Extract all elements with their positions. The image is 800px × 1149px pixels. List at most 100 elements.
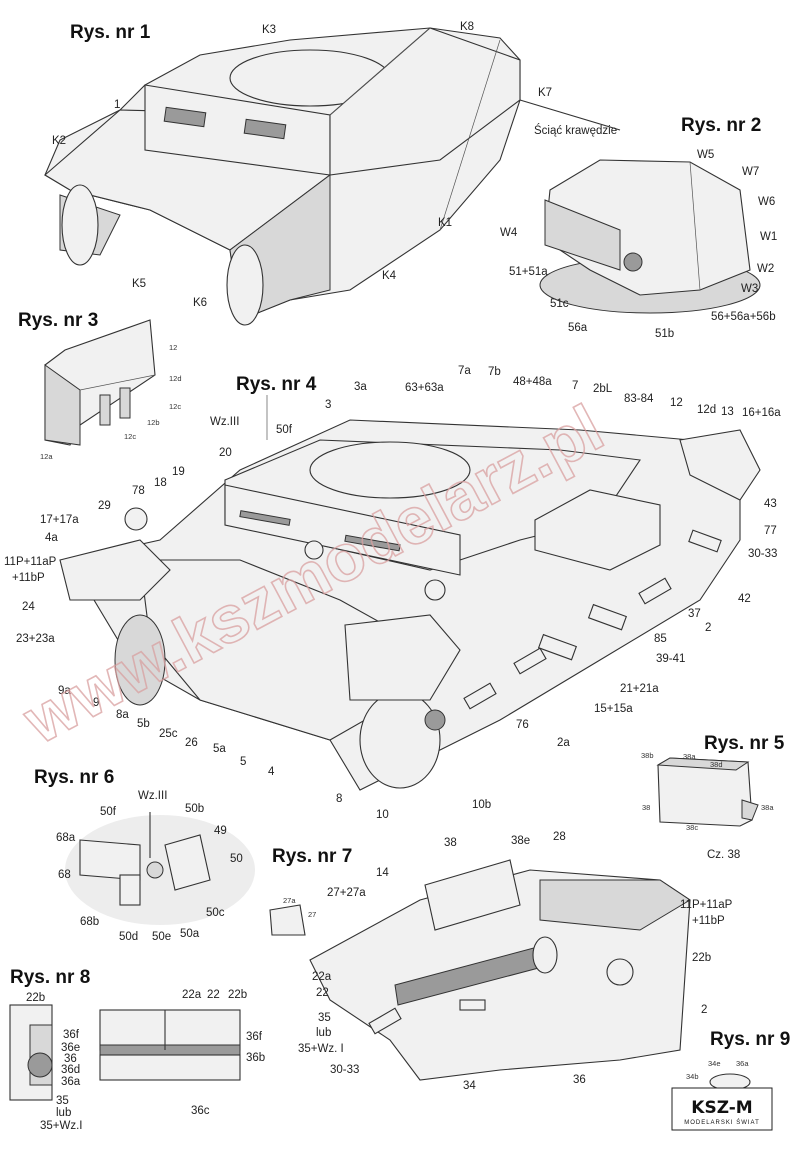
label-3a: 3a: [354, 381, 367, 393]
label-30-33: 30-33: [748, 548, 777, 560]
label-7a: 7a: [458, 365, 471, 377]
label-2: 2: [705, 622, 711, 634]
label-w1: W1: [760, 231, 777, 243]
label-k1: K1: [438, 217, 452, 229]
label-38: 38: [642, 803, 650, 812]
label-27-27a: 27+27a: [327, 887, 366, 899]
label-wz-iii: Wz.III: [210, 416, 239, 428]
label-21-21a: 21+21a: [620, 683, 659, 695]
label-22a-8: 22a: [182, 989, 202, 1001]
label-11p-11ap-7: 11P+11aP: [680, 899, 733, 911]
figure-rys-2: Rys. nr 2 W5 W7 W6 W4 W1 W2 W3 51+51a 51…: [500, 115, 777, 340]
label-76: 76: [516, 719, 529, 731]
label-36a-9: 36a: [736, 1059, 749, 1068]
label-38a-right: 38a: [761, 803, 774, 812]
label-w6: W6: [758, 196, 775, 208]
label-w3: W3: [741, 283, 758, 295]
rys-5-title: Rys. nr 5: [704, 733, 785, 754]
label-k5: K5: [132, 278, 146, 290]
label-34e: 34e: [708, 1059, 721, 1068]
label-k4: K4: [382, 270, 397, 282]
label-2-7: 2: [701, 1004, 707, 1016]
label-lub-7: lub: [316, 1027, 331, 1039]
label-4: 4: [268, 766, 275, 778]
label-39-41: 39-41: [656, 653, 685, 665]
label-51c: 51c: [550, 298, 569, 310]
label-36-7: 36: [573, 1074, 586, 1086]
label-22b-8a: 22b: [26, 992, 45, 1004]
label-51-51a: 51+51a: [509, 266, 548, 278]
label-50: 50: [230, 853, 243, 865]
rys-6-title: Rys. nr 6: [34, 767, 114, 788]
label-20: 20: [219, 447, 232, 459]
ksz-m-logo: KSZ-M MODELARSKI ŚWIAT: [671, 1087, 773, 1131]
label-35-wz-i-8: 35+Wz.I: [40, 1120, 83, 1132]
label-50c: 50c: [206, 907, 225, 919]
rys-2-title: Rys. nr 2: [681, 115, 761, 136]
label-35-7: 35: [318, 1012, 331, 1024]
rys-3-title: Rys. nr 3: [18, 310, 98, 331]
figure-rys-5: Rys. nr 5 38b 38a 38d 38 38a 38c Cz. 38: [641, 733, 785, 861]
figure-rys-9: Rys. nr 9 34e 36a 34b: [686, 1029, 790, 1091]
label-36d: 36d: [61, 1064, 80, 1076]
label-38a-top: 38a: [683, 752, 696, 761]
label-15-15a: 15+15a: [594, 703, 633, 715]
label-1: 1: [114, 99, 120, 111]
label-68b: 68b: [80, 916, 99, 928]
label-77: 77: [764, 525, 777, 537]
label-36f-left: 36f: [63, 1029, 80, 1041]
label-78: 78: [132, 485, 145, 497]
label-8a: 8a: [116, 709, 129, 721]
label-34: 34: [463, 1080, 476, 1092]
label-5: 5: [240, 756, 246, 768]
logo-sub-text: MODELARSKI ŚWIAT: [684, 1118, 760, 1126]
label-38c: 38c: [686, 823, 698, 832]
label-35-wz-i-7: 35+Wz. I: [298, 1043, 344, 1055]
figure-rys-1: Rys. nr 1 K3 K8 K7 1 Ściąć krawędzie K2 …: [44, 21, 621, 326]
label-38b: 38b: [641, 751, 654, 760]
road-wheel-axles: [463, 529, 722, 710]
label-2a: 2a: [557, 737, 570, 749]
rys-8-title: Rys. nr 8: [10, 967, 90, 988]
label-k8: K8: [460, 21, 474, 33]
label-22a-7: 22a: [312, 971, 332, 983]
label-lub-8: lub: [56, 1107, 71, 1119]
label-35-8: 35: [56, 1095, 69, 1107]
rys-1-title: Rys. nr 1: [70, 22, 151, 43]
label-85: 85: [654, 633, 667, 645]
label-48-48a: 48+48a: [513, 376, 552, 388]
label-38d: 38d: [710, 760, 723, 769]
label-12-top: 12: [670, 397, 683, 409]
label-k7: K7: [538, 87, 552, 99]
label-10b: 10b: [472, 799, 491, 811]
label-22b-7: 22b: [692, 952, 711, 964]
label-38e: 38e: [511, 835, 530, 847]
label-16-16a: 16+16a: [742, 407, 781, 419]
label-43: 43: [764, 498, 777, 510]
label-11bp: +11bP: [12, 572, 45, 584]
label-38-7: 38: [444, 837, 457, 849]
label-wz-iii-6: Wz.III: [138, 790, 167, 802]
label-49: 49: [214, 825, 227, 837]
label-29: 29: [98, 500, 111, 512]
label-cz-38: Cz. 38: [707, 849, 740, 861]
label-w2: W2: [757, 263, 774, 275]
label-68: 68: [58, 869, 71, 881]
label-3: 3: [325, 399, 331, 411]
label-24: 24: [22, 601, 35, 613]
label-50e: 50e: [152, 931, 171, 943]
label-26: 26: [185, 737, 198, 749]
rys-9-title: Rys. nr 9: [710, 1029, 790, 1050]
label-8: 8: [336, 793, 342, 805]
figure-rys-3: Rys. nr 3 12 12d 12c 12b 12c 12a: [18, 310, 182, 461]
label-56-56a-56b: 56+56a+56b: [711, 311, 776, 323]
label-36b: 36b: [246, 1052, 265, 1064]
figure-rys-6: Rys. nr 6 Wz.III 50f 50b 49 68a 50 68 68…: [34, 767, 255, 943]
label-30-33-7: 30-33: [330, 1064, 359, 1076]
label-17-17a: 17+17a: [40, 514, 79, 526]
label-36f-right: 36f: [246, 1031, 263, 1043]
label-9: 9: [93, 697, 99, 709]
rys-4-title: Rys. nr 4: [236, 374, 317, 395]
label-5b: 5b: [137, 718, 150, 730]
